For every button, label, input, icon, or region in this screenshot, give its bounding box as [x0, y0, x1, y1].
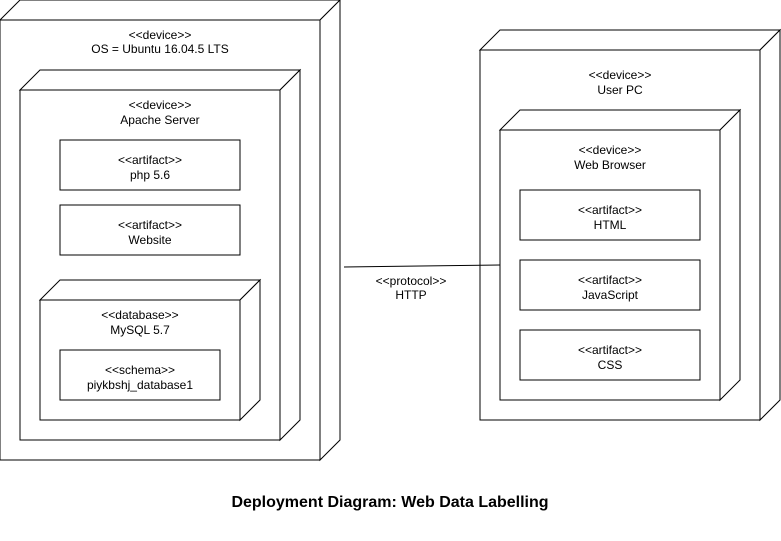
http-connector-stereotype: <<protocol>> — [376, 274, 447, 288]
javascript-artifact-stereotype: <<artifact>> — [578, 273, 642, 287]
php-artifact-name: php 5.6 — [130, 168, 170, 182]
web-browser-node-top — [498, 109, 742, 131]
php-artifact-stereotype: <<artifact>> — [118, 153, 182, 167]
apache-server-name: Apache Server — [120, 113, 199, 127]
javascript-artifact-box — [519, 259, 701, 311]
server-os-node-side — [319, 0, 341, 462]
mysql-name: MySQL 5.7 — [110, 323, 170, 337]
apache-server-node-side — [279, 68, 301, 442]
web-browser-stereotype: <<device>> — [579, 143, 642, 157]
javascript-artifact[interactable]: <<artifact>> JavaScript — [519, 259, 701, 311]
html-artifact-name: HTML — [594, 218, 627, 232]
html-artifact[interactable]: <<artifact>> HTML — [519, 189, 701, 241]
diagram-title: Deployment Diagram: Web Data Labelling — [231, 494, 548, 511]
schema-artifact[interactable]: <<schema>> piykbshj_database1 — [59, 349, 221, 401]
schema-stereotype: <<schema>> — [105, 363, 175, 377]
css-artifact-name: CSS — [598, 358, 623, 372]
schema-box — [59, 349, 221, 401]
website-artifact-stereotype: <<artifact>> — [118, 218, 182, 232]
http-connector[interactable]: <<protocol>> HTTP — [343, 264, 501, 302]
server-os-stereotype: <<device>> — [129, 28, 192, 42]
website-artifact-box — [59, 204, 241, 256]
user-pc-name: User PC — [597, 83, 643, 97]
schema-name: piykbshj_database1 — [87, 378, 193, 392]
css-artifact-stereotype: <<artifact>> — [578, 343, 642, 357]
css-artifact[interactable]: <<artifact>> CSS — [519, 329, 701, 381]
website-artifact[interactable]: <<artifact>> Website — [59, 204, 241, 256]
html-artifact-box — [519, 189, 701, 241]
css-artifact-box — [519, 329, 701, 381]
web-browser-name: Web Browser — [574, 158, 646, 172]
website-artifact-name: Website — [128, 233, 171, 247]
web-browser-node-side — [719, 108, 741, 402]
php-artifact-box — [59, 139, 241, 191]
javascript-artifact-name: JavaScript — [582, 288, 639, 302]
user-pc-node-side — [759, 28, 781, 422]
server-os-name: OS = Ubuntu 16.04.5 LTS — [91, 42, 229, 56]
mysql-node-top — [38, 279, 262, 301]
html-artifact-stereotype: <<artifact>> — [578, 203, 642, 217]
user-pc-node-top — [478, 29, 781, 51]
user-pc-stereotype: <<device>> — [589, 68, 652, 82]
mysql-stereotype: <<database>> — [101, 308, 178, 322]
apache-server-node-top — [18, 69, 302, 91]
apache-server-stereotype: <<device>> — [129, 98, 192, 112]
php-artifact[interactable]: <<artifact>> php 5.6 — [59, 139, 241, 191]
http-connector-line — [343, 264, 501, 268]
mysql-node-side — [239, 278, 261, 422]
server-os-node-top — [0, 0, 341, 21]
http-connector-name: HTTP — [395, 288, 426, 302]
